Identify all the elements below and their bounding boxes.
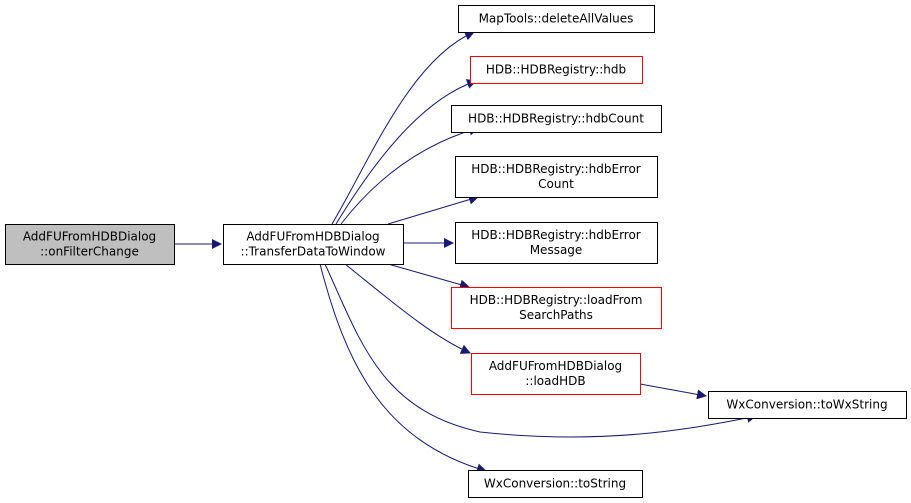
node-label-line: HDB::HDBRegistry::hdbError (471, 162, 641, 176)
edge-transfer-to-loadHDB (344, 263, 471, 354)
node-toString[interactable]: WxConversion::toString (468, 470, 643, 498)
node-box (455, 156, 658, 198)
node-label-line: HDB::HDBRegistry::loadFrom (470, 293, 643, 307)
node-label-line: HDB::HDBRegistry::hdbError (471, 228, 641, 242)
edge-transfer-to-toWxString (324, 263, 757, 438)
node-label-line: WxConversion::toString (484, 477, 626, 491)
node-toWxString[interactable]: WxConversion::toWxString (708, 391, 907, 419)
node-label-line: ::TransferDataToWindow (241, 245, 386, 259)
edge-transfer-to-hdb (335, 79, 477, 225)
node-label-line: Message (530, 243, 583, 257)
node-box (470, 56, 643, 84)
node-box (451, 105, 662, 133)
node-deleteAll[interactable]: MapTools::deleteAllValues (458, 5, 655, 33)
node-label-line: SearchPaths (519, 308, 593, 322)
node-loadHDB[interactable]: AddFUFromHDBDialog::loadHDB (471, 353, 641, 395)
node-label-line: AddFUFromHDBDialog (23, 230, 156, 244)
node-label-line: MapTools::deleteAllValues (479, 12, 634, 26)
node-box (455, 222, 658, 264)
node-box (471, 353, 641, 395)
node-label-line: HDB::HDBRegistry::hdbCount (468, 112, 644, 126)
node-label-line: AddFUFromHDBDialog (246, 230, 379, 244)
node-box (458, 5, 655, 33)
edge-transfer-to-toString (319, 263, 487, 474)
node-box (223, 224, 404, 265)
node-box (451, 287, 662, 329)
node-root[interactable]: AddFUFromHDBDialog::onFilterChange (5, 224, 175, 265)
node-label-line: Count (538, 177, 574, 191)
node-label-line: AddFUFromHDBDialog (489, 359, 622, 373)
nodes: AddFUFromHDBDialog::onFilterChangeAddFUF… (5, 5, 907, 498)
edge-transfer-to-deleteAll (331, 31, 475, 225)
node-box (708, 391, 907, 419)
node-box (468, 470, 643, 498)
node-box (5, 224, 175, 265)
edge-transfer-to-loadFrom (387, 263, 470, 290)
node-transfer[interactable]: AddFUFromHDBDialog::TransferDataToWindow (223, 224, 404, 265)
node-label-line: ::loadHDB (525, 374, 585, 388)
node-hdb[interactable]: HDB::HDBRegistry::hdb (470, 56, 643, 84)
edge-transfer-to-hdbCount (340, 125, 479, 225)
edge-loadHDB-to-toWxString (639, 383, 707, 400)
node-label-line: HDB::HDBRegistry::hdb (486, 63, 626, 77)
edge-transfer-to-hdbErrorCount (387, 194, 479, 225)
node-label-line: WxConversion::toWxString (726, 398, 887, 412)
node-hdbCount[interactable]: HDB::HDBRegistry::hdbCount (451, 105, 662, 133)
edges (174, 31, 757, 474)
node-label-line: ::onFilterChange (40, 245, 139, 259)
